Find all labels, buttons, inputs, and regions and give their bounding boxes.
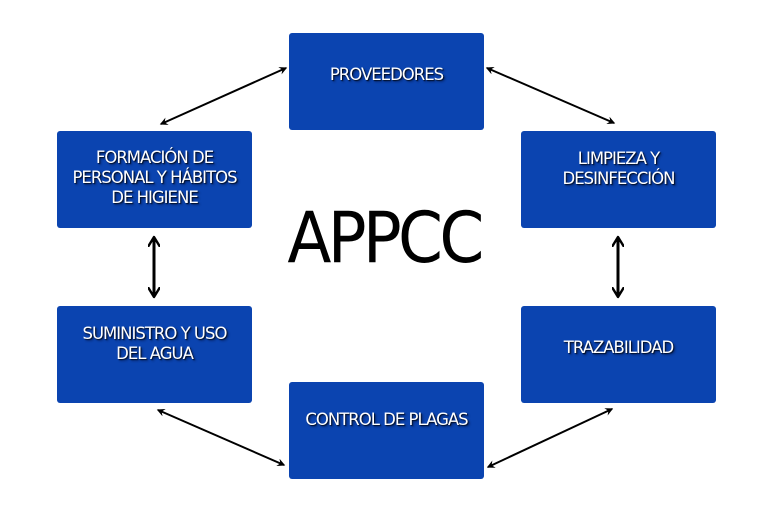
- node-proveedores-label: PROVEEDORES: [329, 65, 444, 84]
- arrow-suministro-control: [156, 409, 286, 466]
- node-formacion-personal-label: FORMACIÓN DE PERSONAL Y HÁBITOS DE HIGIE…: [72, 148, 237, 207]
- node-control-de-plagas-label: CONTROL DE PLAGAS: [305, 410, 468, 429]
- node-formacion-personal[interactable]: FORMACIÓN DE PERSONAL Y HÁBITOS DE HIGIE…: [57, 131, 252, 228]
- node-control-de-plagas[interactable]: CONTROL DE PLAGAS: [289, 382, 484, 479]
- node-limpieza-desinfeccion[interactable]: LIMPIEZA Y DESINFECCIÓN: [521, 131, 716, 228]
- node-suministro-agua-label: SUMINISTRO Y USO DEL AGUA: [82, 324, 228, 363]
- diagram-title: APPCC: [287, 197, 484, 279]
- node-limpieza-desinfeccion-label: LIMPIEZA Y DESINFECCIÓN: [562, 149, 676, 188]
- node-trazabilidad[interactable]: TRAZABILIDAD: [521, 306, 716, 403]
- node-suministro-agua[interactable]: SUMINISTRO Y USO DEL AGUA: [57, 306, 252, 403]
- node-proveedores[interactable]: PROVEEDORES: [289, 33, 484, 130]
- node-trazabilidad-label: TRAZABILIDAD: [563, 338, 674, 357]
- arrow-trazabilidad-control: [486, 408, 614, 468]
- arrow-proveedores-limpieza: [485, 66, 616, 125]
- arrow-formacion-proveedores: [159, 67, 288, 125]
